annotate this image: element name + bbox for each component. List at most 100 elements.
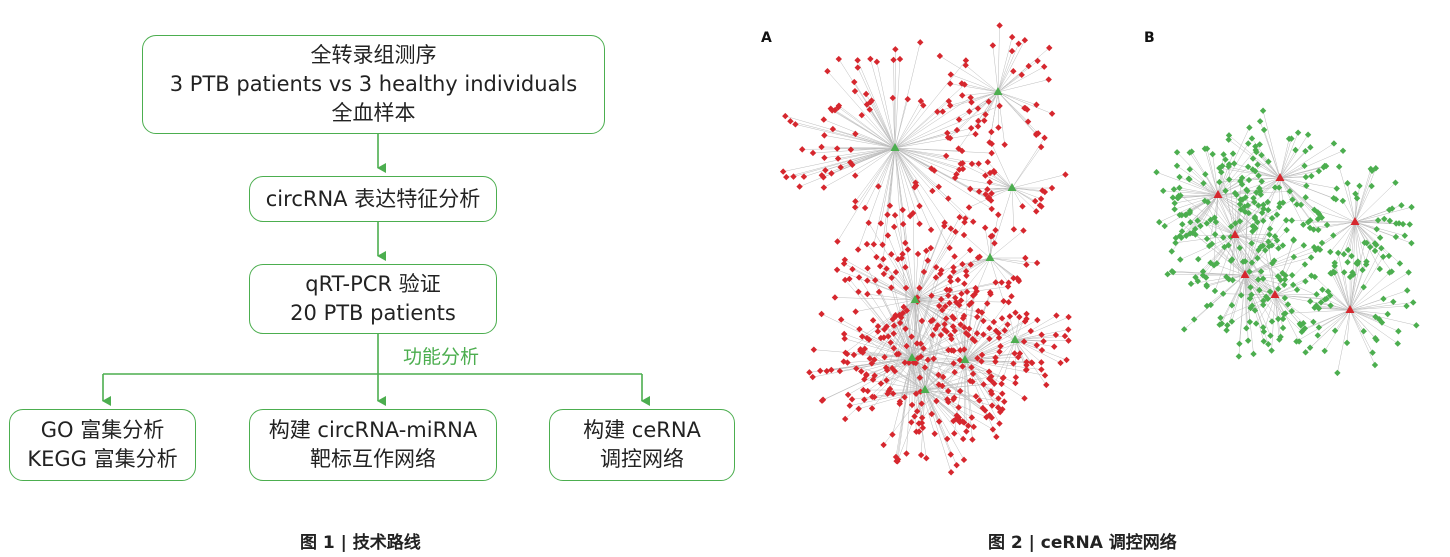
network-node (800, 173, 808, 180)
network-node (909, 209, 917, 217)
network-edge (893, 59, 896, 149)
network-node (1288, 135, 1295, 142)
network-node (1403, 302, 1410, 310)
network-node (935, 302, 943, 310)
network-edge (1349, 309, 1417, 326)
network-node (950, 360, 957, 367)
network-edge (1331, 273, 1351, 311)
network-node (818, 143, 825, 151)
network-node (1219, 162, 1226, 170)
network-node (939, 108, 946, 115)
network-node (1230, 160, 1238, 167)
network-node (1317, 299, 1325, 306)
network-node (1169, 194, 1177, 201)
network-node (1372, 165, 1380, 172)
network-edge (914, 299, 953, 317)
network-node (1334, 249, 1342, 257)
network-edge (950, 83, 999, 93)
network-edge (1285, 309, 1351, 314)
network-edge (1213, 194, 1219, 266)
network-node (946, 102, 954, 109)
network-node (854, 57, 861, 64)
network-edge (862, 352, 913, 359)
network-node (970, 423, 977, 431)
network-edge (894, 147, 935, 171)
network-node (1259, 275, 1267, 282)
network-node (1223, 327, 1230, 334)
network-edge (894, 147, 960, 170)
network-edge (1342, 200, 1356, 223)
network-edge (964, 359, 1000, 424)
network-edge (1346, 309, 1351, 343)
network-node (1274, 285, 1282, 293)
network-edge (989, 257, 1038, 264)
network-node (947, 80, 954, 87)
network-edge (1225, 190, 1236, 236)
network-node (896, 319, 904, 327)
network-edge (880, 147, 896, 224)
network-node (1015, 276, 1022, 283)
box-line: 构建 ceRNA (583, 418, 701, 442)
network-node (1289, 281, 1297, 289)
network-edge (894, 147, 903, 255)
network-node (1256, 286, 1263, 294)
network-node (902, 264, 909, 271)
network-node (957, 321, 964, 328)
network-node (927, 226, 935, 234)
network-node (999, 390, 1006, 397)
network-node (1348, 252, 1355, 260)
network-node (957, 160, 964, 168)
network-node (1046, 44, 1053, 52)
network-edge (1176, 152, 1219, 196)
network-node (1245, 209, 1252, 217)
network-node (849, 265, 856, 273)
network-edge (1279, 177, 1307, 187)
network-node (1360, 328, 1367, 335)
network-node (906, 212, 914, 220)
network-edge (894, 147, 963, 164)
network-node (1307, 144, 1314, 151)
network-node (871, 372, 878, 379)
network-edge (1349, 272, 1409, 311)
network-node (962, 329, 970, 337)
network-node (865, 336, 873, 343)
network-edge (1257, 164, 1281, 179)
network-node (799, 146, 806, 153)
network-node (1010, 68, 1017, 75)
network-edge (1347, 183, 1356, 223)
network-edge (894, 215, 916, 301)
network-node (1297, 322, 1305, 329)
network-node (983, 413, 990, 421)
network-node (896, 55, 904, 63)
box-line: 构建 circRNA-miRNA (268, 418, 478, 442)
network-edge (1279, 150, 1344, 179)
network-node (978, 351, 986, 359)
network-node (912, 359, 920, 367)
network-node (954, 276, 962, 284)
network-node (1255, 246, 1262, 254)
network-node (988, 373, 995, 380)
network-node (958, 147, 966, 155)
network-node (806, 369, 813, 376)
network-node (869, 376, 877, 383)
network-node (1227, 257, 1235, 264)
network-edge (1354, 220, 1379, 223)
network-node (829, 125, 837, 133)
network-node (873, 58, 881, 66)
network-edge (894, 147, 915, 188)
network-node (1034, 57, 1041, 65)
network-edge (994, 187, 1013, 244)
network-node (1057, 359, 1064, 367)
network-node (901, 394, 908, 401)
network-edge (1349, 309, 1383, 323)
network-node (938, 296, 945, 303)
network-node (1257, 191, 1265, 198)
network-node (1307, 217, 1314, 224)
network-node (1225, 132, 1233, 139)
network-node (1016, 313, 1023, 321)
network-node (1065, 337, 1072, 344)
network-edge (1244, 257, 1312, 276)
network-node (924, 356, 932, 364)
network-node (950, 264, 957, 271)
network-edge (897, 259, 916, 301)
